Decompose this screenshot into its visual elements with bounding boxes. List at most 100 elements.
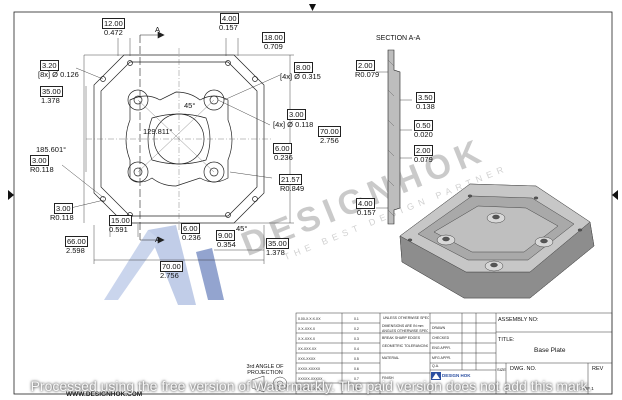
dim-6-mm: 6.00 (273, 143, 292, 154)
dim-6-in: 0.236 (274, 153, 293, 162)
dim-3-hole-mm: 3.00 (287, 109, 306, 120)
dim-r3-upper-in: R0.118 (30, 165, 54, 174)
tol-row-6: XXXXX-XXXXX (298, 377, 323, 381)
dim-66-in: 2.598 (66, 246, 85, 255)
dim-15-mm: 15.00 (109, 215, 132, 226)
sec-dim-4-mm: 4.00 (356, 198, 375, 209)
dim-70-v-in: 2.756 (320, 136, 339, 145)
tol-row-3: XX-XXX.XX (298, 347, 317, 351)
designhok-logo-icon (431, 372, 441, 380)
tol-val-7: 0.8 (354, 387, 359, 391)
tol-row-5: XXXX-XXXXX (298, 367, 321, 371)
border-arrow-right-icon (612, 190, 618, 200)
isometric-view (399, 183, 595, 299)
dim-70-h-mm: 70.00 (160, 261, 183, 272)
dim-r21-in: R0.849 (280, 184, 305, 193)
note-0: DIMENSIONS ARE IN mm (382, 324, 424, 328)
watermark-notice: Processed using the free version of Wate… (30, 378, 592, 394)
plate-inner-outline (100, 61, 258, 217)
name-row-1: CHECKED (432, 336, 450, 340)
cut-label-top: A (155, 25, 161, 34)
dim-9-in: 0.354 (217, 240, 236, 249)
dim-6-lower-in: 0.236 (182, 233, 201, 242)
dim-18-mm: 18.00 (262, 32, 285, 43)
border-arrow-left-icon (8, 190, 14, 200)
section-cut-line (139, 31, 165, 244)
dim-9-mm: 9.00 (216, 230, 235, 241)
dim-70-h-in: 2.756 (160, 271, 179, 280)
sec-dim-2-top-in: R0.079 (355, 70, 380, 79)
dim-35-v-in: 1.378 (41, 96, 60, 105)
dim-8-mm: 8.00 (294, 62, 313, 73)
tol-val-3: 0.4 (354, 347, 359, 351)
dim-12-in: 0.472 (104, 28, 123, 37)
sec-dim-2-top-mm: 2.00 (356, 60, 375, 71)
projection-symbol-icon (251, 375, 288, 393)
note-2: BREAK SHARP EDGES (382, 336, 421, 340)
sec-dim-3-5-mm: 3.50 (416, 92, 435, 103)
tol-row-7: XXXXX-XXXXX (298, 387, 323, 391)
tol-val-2: 0.3 (354, 337, 359, 341)
angle-129: 129.811° (143, 127, 173, 136)
dim-3-hole-in: [4x] Ø 0.118 (273, 120, 314, 129)
dim-70-v-mm: 70.00 (318, 126, 341, 137)
dim-3-20-mm: 3.20 (40, 60, 59, 71)
dimension-lines (61, 38, 294, 264)
sec-dim-0-5-mm: 0.50 (414, 120, 433, 131)
angle-45-top: 45° (184, 101, 196, 110)
website-label: WWW.DESIGNHOK.COM (66, 391, 143, 398)
note-4: MATERIAL (382, 356, 400, 360)
dim-4-mm: 4.00 (220, 13, 239, 24)
tol-val-1: 0.2 (354, 327, 359, 331)
title-label: TITLE: (498, 337, 515, 343)
tol-val-6: 0.7 (354, 377, 359, 381)
section-title: SECTION A-A (376, 35, 421, 42)
note-5: FINISH (382, 376, 394, 380)
dim-r3-lower-mm: 3.00 (54, 203, 73, 214)
projection-label: 3rd ANGLE OF PROJECTION (246, 364, 284, 376)
rev-label: REV (592, 366, 604, 372)
dim-8-in: [4x] Ø 0.315 (280, 72, 321, 81)
dim-12-mm: 12.00 (102, 18, 125, 29)
note-3: GEOMETRIC TOLERANCING (382, 344, 428, 348)
tol-val-0: 0.1 (354, 317, 359, 321)
border-arrow-top-icon (309, 4, 316, 11)
sec-dim-4-in: 0.157 (357, 208, 376, 217)
name-row-0: DRAWN (432, 326, 446, 330)
dim-4-in: 0.157 (219, 23, 238, 32)
tol-row-0: 0.00-X.X:X.XX (298, 317, 321, 321)
tol-val-4: 0.5 (354, 357, 359, 361)
dwg-label: DWG. NO. (510, 366, 537, 372)
front-view (86, 48, 272, 230)
cut-label-bottom: A (155, 235, 161, 244)
logo-text: DESIGN HOK (442, 374, 471, 378)
dim-35-h-in: 1.378 (266, 248, 285, 257)
dim-3-20-in: [8x] Ø 0.126 (38, 70, 79, 79)
dim-r3-upper-mm: 3.00 (30, 155, 49, 166)
angle-45-bottom: 45° (236, 224, 248, 233)
dim-15-in: 0.591 (109, 225, 128, 234)
dim-35-h-mm: 35.00 (266, 238, 289, 249)
note-1: ANGLES OTHERWISE SPECIFIED (382, 329, 428, 333)
dim-r21-mm: 21.57 (279, 174, 302, 185)
tol-row-4: XXX-XXXX (298, 357, 316, 361)
sec-dim-3-5-in: 0.138 (416, 102, 435, 111)
dim-r3-lower-in: R0.118 (50, 213, 74, 222)
dim-35-v-mm: 35.00 (40, 86, 63, 97)
title-value: Base Plate (534, 347, 566, 354)
sec-dim-2-mid-in: 0.079 (414, 155, 433, 164)
name-row-3: MFG APPR. (432, 356, 452, 360)
tol-val-5: 0.6 (354, 367, 359, 371)
title-block-grid (295, 312, 613, 395)
assembly-label: ASSEMBLY NO: (498, 317, 539, 323)
sec-dim-2-mid-mm: 2.00 (414, 145, 433, 156)
tol-row-2: X.X-XXX.X (298, 337, 316, 341)
sec-dim-0-5-in: 0.020 (414, 130, 433, 139)
dim-18-in: 0.709 (264, 42, 283, 51)
angle-185: 185.601° (36, 145, 67, 154)
tolerances-header: UNLESS OTHERWISE SPECIFIED: (383, 316, 429, 320)
name-row-4: Q.A. (432, 364, 440, 368)
sheet-text: 1 OF 1 (580, 386, 594, 391)
name-row-2: ENG APPR. (432, 346, 451, 350)
